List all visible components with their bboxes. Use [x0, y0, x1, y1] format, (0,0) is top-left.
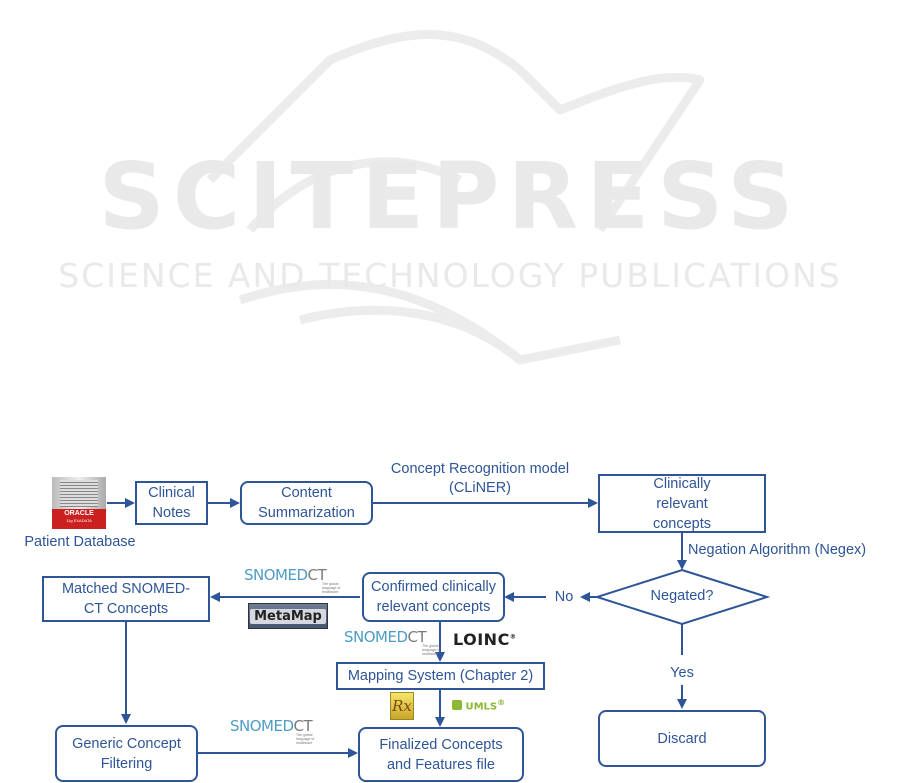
snomed-ct-text: CT	[293, 717, 313, 735]
loinc-text: LOINC	[453, 630, 510, 649]
oracle-label: ORACLE	[64, 510, 94, 517]
snomed-tagline: The global language of healthcare	[422, 644, 441, 656]
no-label: No	[554, 589, 574, 605]
matched-snomed-label: Matched SNOMED-CT Concepts	[61, 581, 191, 617]
content-summarization-box: Content Summarization	[240, 481, 373, 525]
negation-algorithm-label: Negation Algorithm (Negex)	[688, 542, 867, 558]
snomed-tagline: The global language of healthcare	[296, 733, 315, 745]
watermark-title: SCITEPRESS	[98, 143, 801, 250]
patient-database-label: Patient Database	[24, 534, 136, 550]
generic-filtering-box: Generic Concept Filtering	[55, 725, 198, 782]
concept-recognition-label: Concept Recognition model (CLiNER)	[360, 460, 600, 498]
clinically-relevant-label: Clinically relevant concepts	[652, 475, 712, 532]
umls-mark-icon	[452, 700, 462, 711]
finalized-concepts-label: Finalized Concepts and Features file	[379, 736, 503, 773]
yes-label: Yes	[670, 665, 694, 681]
oracle-database-icon: ORACLE 11g EXADATA	[52, 477, 106, 529]
clinically-relevant-box: Clinically relevant concepts	[598, 474, 766, 533]
snomed-ct-logo-3: SNOMEDCT The global language of healthca…	[230, 717, 314, 745]
snomed-ct-logo: SNOMEDCT The global language of healthca…	[244, 566, 340, 594]
umls-logo: UMLS®	[452, 698, 505, 712]
snomed-text: SNOMED	[344, 628, 408, 646]
content-summarization-label: Content Summarization	[258, 485, 355, 521]
confirmed-concepts-box: Confirmed clinically relevant concepts	[362, 572, 505, 622]
umls-registered: ®	[497, 698, 506, 707]
snomed-text: SNOMED	[230, 717, 294, 735]
umls-text: UMLS	[465, 701, 498, 713]
metamap-text: MetaMap	[250, 608, 326, 624]
decision-diamond	[593, 568, 771, 626]
snomed-ct-logo-2: SNOMEDCT The global language of healthca…	[344, 628, 440, 656]
snomed-ct-text: CT	[307, 566, 327, 584]
loinc-logo: LOINC®	[453, 630, 517, 649]
metamap-logo: MetaMap	[248, 603, 328, 629]
concept-recognition-line1: Concept Recognition model	[390, 461, 570, 477]
matched-snomed-box: Matched SNOMED-CT Concepts	[42, 576, 210, 622]
clinical-notes-label: Clinical Notes	[148, 485, 195, 521]
snomed-ct-text: CT	[407, 628, 427, 646]
concept-recognition-line2: (CLiNER)	[448, 480, 512, 496]
watermark-subtitle: SCIENCE AND TECHNOLOGY PUBLICATIONS	[58, 256, 841, 295]
mapping-system-label: Mapping System (Chapter 2)	[347, 668, 534, 684]
rx-logo: Rx	[390, 692, 414, 720]
generic-filtering-label: Generic Concept Filtering	[72, 735, 181, 772]
confirmed-concepts-label: Confirmed clinically relevant concepts	[371, 579, 496, 615]
negated-label: Negated?	[650, 588, 714, 604]
discard-box: Discard	[598, 710, 766, 767]
finalized-concepts-box: Finalized Concepts and Features file	[358, 727, 524, 782]
mapping-system-box: Mapping System (Chapter 2)	[336, 662, 545, 690]
discard-label: Discard	[657, 730, 707, 747]
snomed-tagline: The global language of healthcare	[322, 582, 341, 594]
clinical-notes-box: Clinical Notes	[135, 481, 208, 525]
snomed-text: SNOMED	[244, 566, 308, 584]
oracle-sublabel: 11g EXADATA	[66, 518, 92, 523]
